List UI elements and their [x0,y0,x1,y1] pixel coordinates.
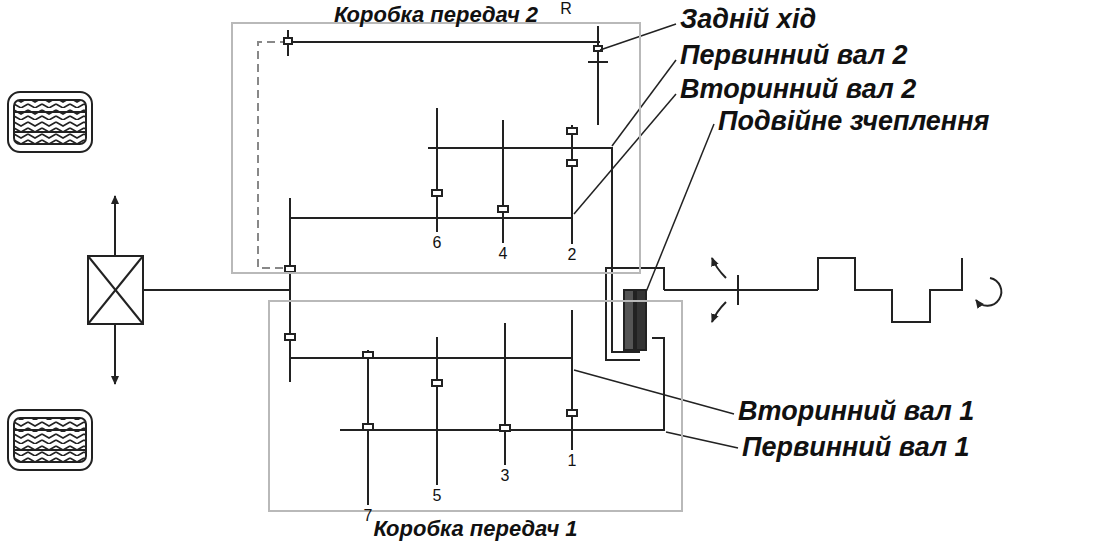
part-label: Вторинний вал 2 [680,74,916,105]
part-label: Подвійне зчеплення [718,106,989,137]
gearbox-region: Коробка передач 2 [231,0,641,274]
gear-label: R [560,0,572,18]
part-label: Первинний вал 2 [680,40,907,71]
gear-number: 2 [568,246,577,264]
gear-number: 4 [499,245,508,263]
part-label: Вторинний вал 1 [738,396,974,427]
engine-crankshaft [712,258,1001,322]
gear-number: 6 [433,234,442,252]
gear-number: 5 [433,487,442,505]
gearbox-heading: Коробка передач 1 [268,516,683,542]
tyres [8,92,92,470]
differential [88,196,290,384]
gear-number: 3 [501,467,510,485]
gearbox-outline [268,300,683,512]
part-label: Задній хід [680,4,816,35]
gear-number: 1 [568,452,577,470]
gearbox-heading: Коробка передач 2 [231,2,641,28]
gear-number: 7 [364,507,373,525]
shafts-and-gears [258,26,664,505]
double-clutch [606,268,730,360]
gearbox-region: Коробка передач 1 [268,300,683,542]
part-label: Первинний вал 1 [742,432,969,463]
